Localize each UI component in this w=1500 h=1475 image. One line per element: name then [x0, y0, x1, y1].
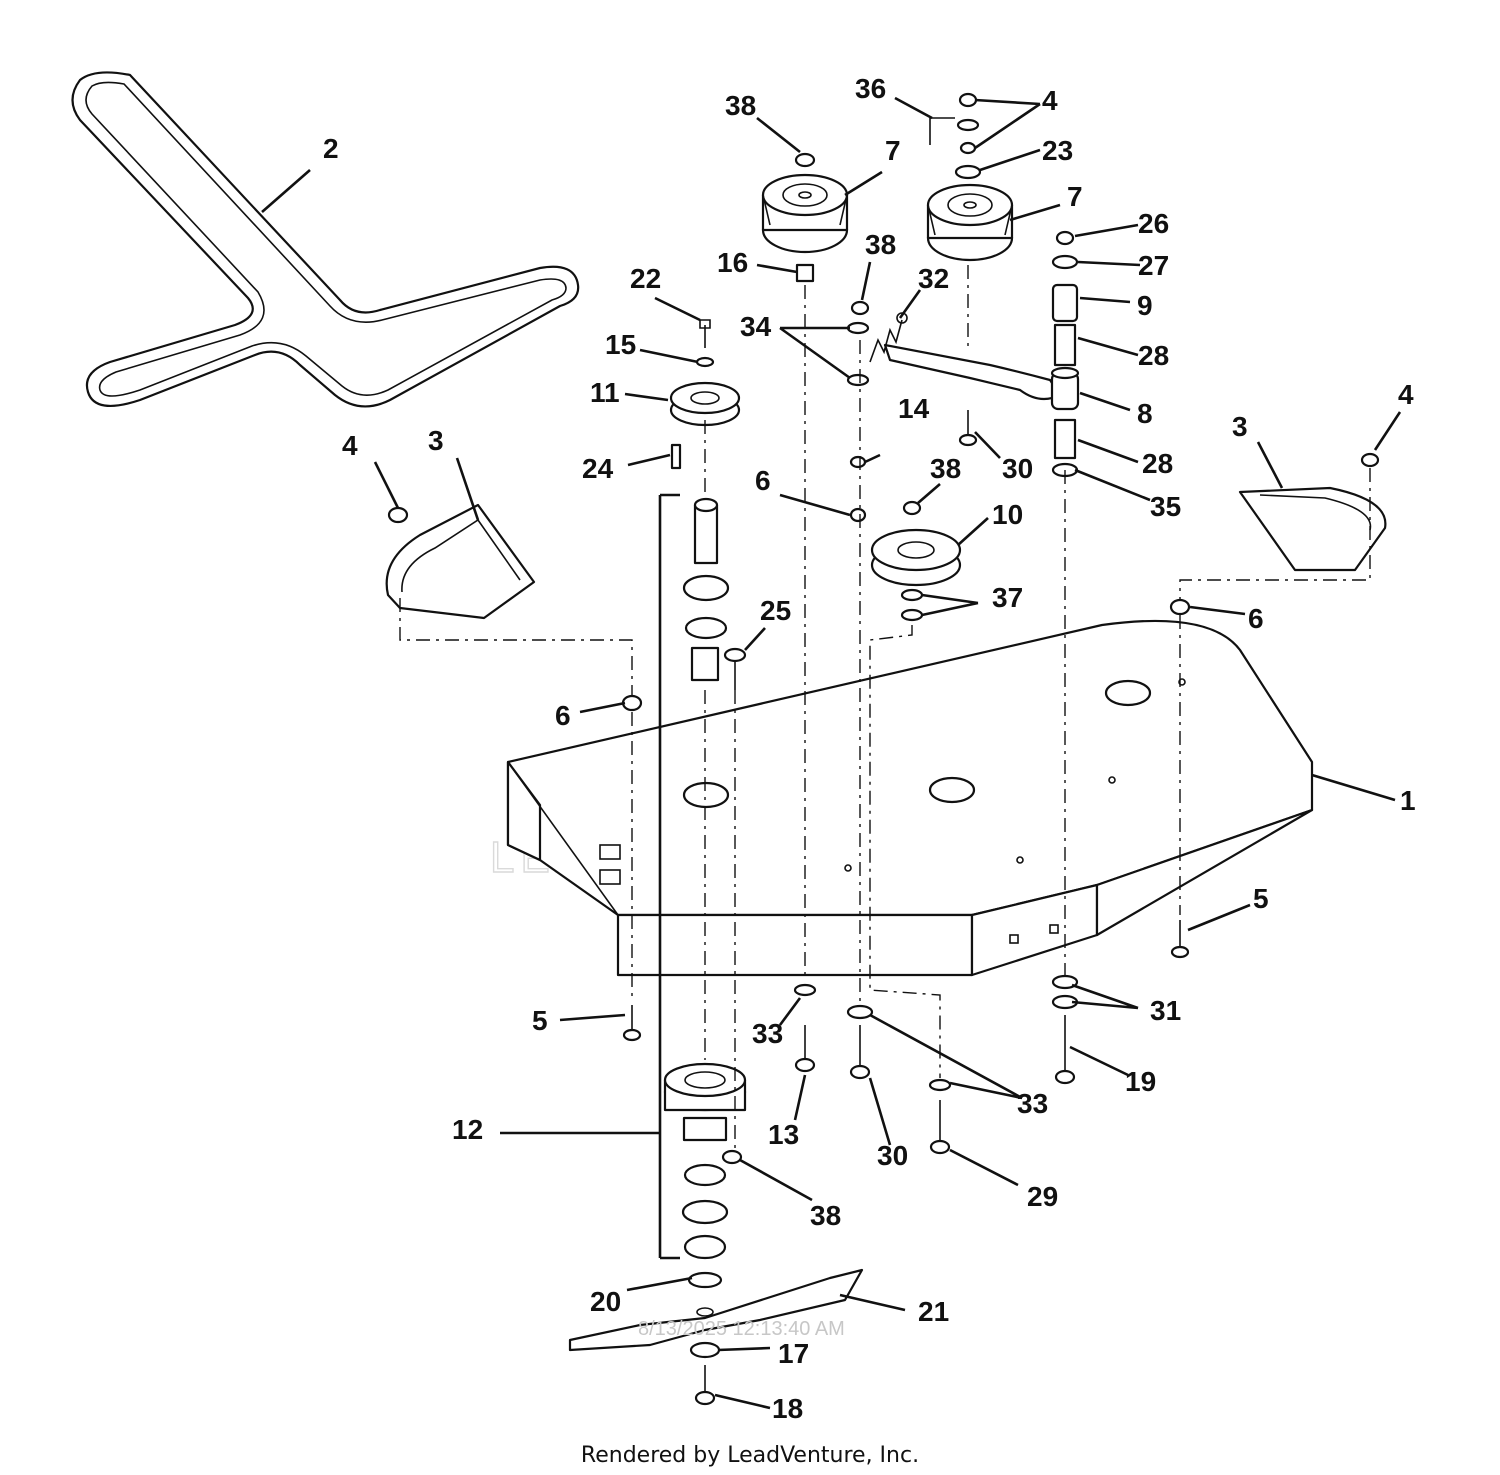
callout-26: 26	[1138, 208, 1169, 239]
callout-6-left: 6	[555, 700, 571, 731]
callout-37: 37	[992, 582, 1023, 613]
drive-belt	[71, 71, 580, 408]
callout-38-pulley: 38	[930, 453, 961, 484]
callout-9: 9	[1137, 290, 1153, 321]
callout-13: 13	[768, 1119, 799, 1150]
callout-1: 1	[1400, 785, 1416, 816]
callout-10: 10	[992, 499, 1023, 530]
hardware	[387, 92, 1380, 1406]
leader-lines	[261, 96, 1402, 1410]
callout-16: 16	[717, 247, 748, 278]
spindle-assembly	[658, 493, 747, 1260]
callout-7-right: 7	[1067, 181, 1083, 212]
idler-pulley-left	[761, 173, 849, 254]
belt-cover-left	[385, 503, 536, 620]
callout-4-top: 4	[1042, 85, 1058, 116]
mower-blade	[568, 1268, 864, 1352]
belt-cover-right	[1238, 486, 1387, 572]
callout-36: 36	[855, 73, 886, 104]
callout-38-spring: 38	[865, 229, 896, 260]
callout-18: 18	[772, 1393, 803, 1424]
callout-28-upper: 28	[1138, 340, 1169, 371]
callout-30-upper: 30	[1002, 453, 1033, 484]
callout-15: 15	[605, 329, 636, 360]
callout-34: 34	[740, 311, 772, 342]
footer-credit: Rendered by LeadVenture, Inc.	[581, 1443, 919, 1468]
callout-35: 35	[1150, 491, 1181, 522]
callout-31: 31	[1150, 995, 1181, 1026]
callout-3-right: 3	[1232, 411, 1248, 442]
callout-21: 21	[918, 1296, 949, 1327]
callout-33-right: 33	[1017, 1088, 1048, 1119]
deck-housing	[506, 619, 1314, 977]
callout-17: 17	[778, 1338, 809, 1369]
callout-7-left: 7	[885, 135, 901, 166]
callout-25: 25	[760, 595, 791, 626]
callout-14: 14	[898, 393, 930, 424]
callout-8: 8	[1137, 398, 1153, 429]
callout-20: 20	[590, 1286, 621, 1317]
callout-28-lower: 28	[1142, 448, 1173, 479]
callout-22: 22	[630, 263, 661, 294]
callout-4-left: 4	[342, 430, 358, 461]
assembly-center-lines	[399, 265, 1371, 1150]
callout-3-left: 3	[428, 425, 444, 456]
callout-2: 2	[323, 133, 339, 164]
callout-5-left: 5	[532, 1005, 548, 1036]
callout-11: 11	[590, 377, 620, 408]
callout-6-center: 6	[755, 465, 771, 496]
callout-19: 19	[1125, 1066, 1156, 1097]
callout-labels: 1 2 3 3 4 4 4 5 5 6 6 6 7 7 8 9 10 11 12…	[323, 73, 1416, 1424]
callout-12: 12	[452, 1114, 483, 1145]
spindle-pulley	[669, 381, 741, 427]
render-timestamp: 8/13/2025 12:13:40 AM	[638, 1318, 845, 1340]
callout-27: 27	[1138, 250, 1169, 281]
callout-5-right: 5	[1253, 883, 1269, 914]
callout-29: 29	[1027, 1181, 1058, 1212]
callout-38-bottom: 38	[810, 1200, 841, 1231]
idler-pulley-right	[926, 183, 1014, 262]
callout-6-right: 6	[1248, 603, 1264, 634]
callout-30-lower: 30	[877, 1140, 908, 1171]
callout-23: 23	[1042, 135, 1073, 166]
flat-idler-pulley	[870, 528, 962, 587]
callout-32: 32	[918, 263, 949, 294]
callout-38-top: 38	[725, 90, 756, 121]
callout-33-left: 33	[752, 1018, 783, 1049]
idler-arm	[883, 343, 1080, 411]
callout-4-right: 4	[1398, 379, 1414, 410]
callout-24: 24	[582, 453, 614, 484]
